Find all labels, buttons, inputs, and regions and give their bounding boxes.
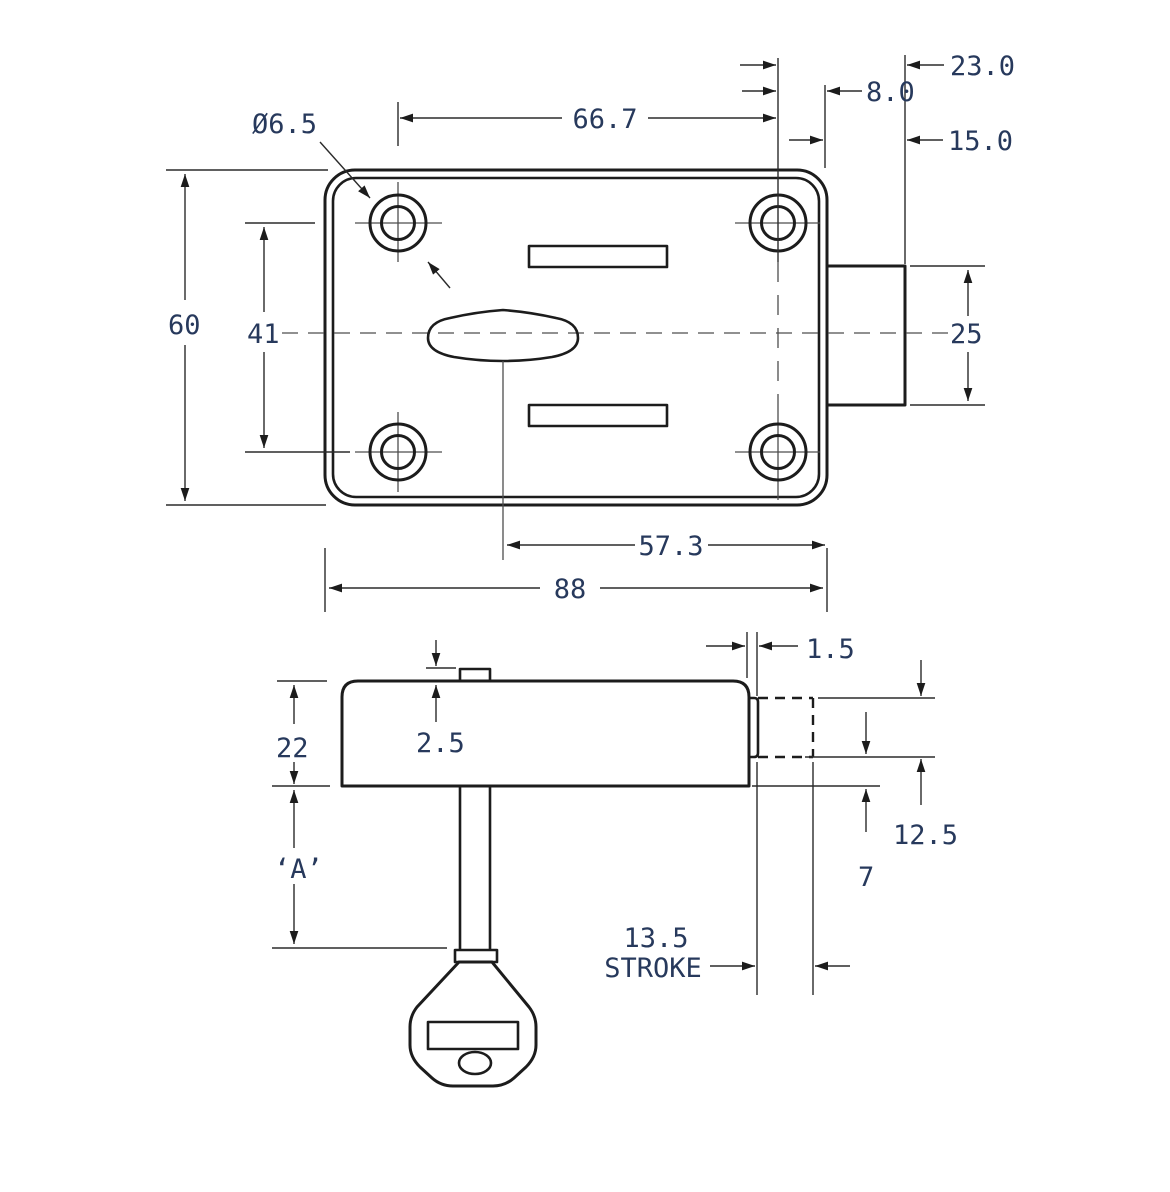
dim-spindle-to-edge: 57.3 [507, 531, 828, 612]
spindle-boss [426, 308, 580, 560]
dim-stroke-value-label: 13.5 [623, 923, 688, 954]
mounting-holes [368, 193, 808, 482]
spindle-pip [458, 667, 492, 683]
leader-line-2 [427, 261, 451, 289]
dim-bolt-bottom-offset: 7 [752, 712, 880, 893]
dim-case-depth-label: 22 [276, 733, 309, 764]
dim-hole-to-bolt-tip-label: 23.0 [950, 51, 1015, 82]
key [408, 786, 538, 1088]
hole-bottom-right-counterbore [748, 422, 808, 482]
bolt-extended-phantom [758, 696, 815, 759]
dim-pip-height-label: 2.5 [416, 728, 465, 759]
hole-bottom-left-counterbore [368, 422, 428, 482]
dim-hole-diameter: Ø6.5 [252, 109, 451, 289]
dim-body-width-label: 88 [554, 574, 587, 605]
hole-bottom-left [380, 434, 416, 470]
case-side-outline [340, 679, 751, 788]
top-view [282, 168, 950, 560]
dim-hole-spacing-horizontal-label: 66.7 [572, 104, 637, 135]
leader-line [319, 141, 371, 199]
bolt-top-view [825, 264, 907, 407]
dim-hole-spacing-horizontal: 66.7 [397, 58, 779, 262]
spindle-cover [426, 308, 580, 363]
dim-bolt-width: 25 [910, 265, 985, 406]
dim-hole-to-edge-label: 8.0 [866, 77, 915, 108]
bolt-body [825, 264, 907, 407]
case-outer-edge [323, 168, 829, 507]
hole-top-left-counterbore [368, 193, 428, 253]
bolt-retracted [749, 696, 760, 759]
key-bow-hole [457, 1050, 493, 1076]
dim-bolt-retracted-protrusion: 1.5 [706, 632, 855, 696]
dim-case-depth: 22 [272, 680, 330, 787]
dim-bolt-bottom-offset-label: 7 [858, 862, 874, 893]
hole-top-left [380, 205, 416, 241]
key-collar [453, 948, 499, 964]
dim-hole-to-edge: 8.0 [742, 77, 915, 168]
slot-upper [527, 244, 669, 269]
dim-hole-diameter-label: Ø6.5 [252, 109, 317, 140]
top-view-dimensions: Ø6.5 66.7 23.0 8.0 15.0 [166, 51, 1015, 612]
dim-key-length: ‘A’ [272, 790, 447, 949]
dim-bolt-thickness: 12.5 [805, 660, 958, 851]
dim-hole-spacing-vertical-label: 41 [247, 319, 280, 350]
case-slots [527, 244, 669, 428]
dim-bolt-width-label: 25 [950, 319, 983, 350]
dim-stroke-word-label: STROKE [604, 953, 702, 984]
side-view-dimensions: 22 ‘A’ 2.5 1.5 12.5 [272, 632, 958, 995]
dim-spindle-to-edge-label: 57.3 [638, 531, 703, 562]
dim-hole-spacing-vertical: 41 [245, 222, 350, 453]
dim-body-height-label: 60 [168, 310, 201, 341]
dim-key-length-label: ‘A’ [274, 854, 323, 885]
side-view [340, 667, 815, 1088]
dim-body-width: 88 [324, 548, 823, 612]
slot-lower [527, 403, 669, 428]
dim-pip-height: 2.5 [416, 640, 465, 759]
key-bow-slot [426, 1020, 520, 1051]
dim-bolt-projection: 15.0 [789, 126, 1013, 157]
dim-stroke: 13.5 STROKE [604, 762, 850, 995]
hole-bottom-right [760, 434, 796, 470]
lock-case-outline [323, 168, 829, 507]
case-inner-edge [331, 176, 821, 499]
dim-bolt-retracted-protrusion-label: 1.5 [806, 634, 855, 665]
dim-hole-to-bolt-tip: 23.0 [740, 51, 1015, 264]
dim-bolt-thickness-label: 12.5 [893, 820, 958, 851]
dim-body-height: 60 [166, 169, 328, 506]
key-bow [408, 960, 538, 1088]
dim-bolt-projection-label: 15.0 [948, 126, 1013, 157]
